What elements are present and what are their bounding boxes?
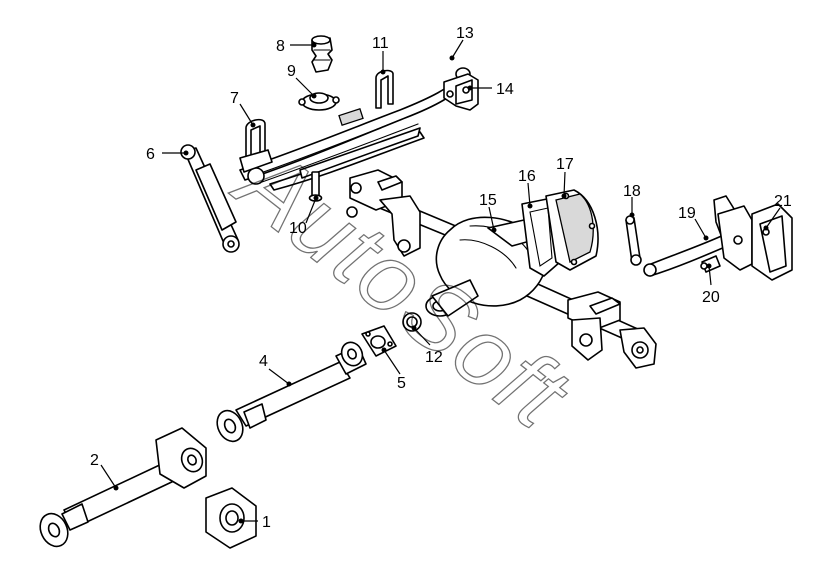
callout-12: 12 xyxy=(425,349,443,366)
companion-flange xyxy=(361,325,397,357)
callout-6: 6 xyxy=(146,146,155,163)
stabilizer-link xyxy=(625,215,642,266)
axle-spring-seat-right xyxy=(567,291,657,369)
leader-lines xyxy=(100,39,781,522)
stabilizer-bracket xyxy=(751,203,793,281)
center-bearing-support xyxy=(205,487,257,549)
pinion-seal xyxy=(402,312,422,332)
callout-8: 8 xyxy=(276,38,285,55)
propeller-shaft-rear xyxy=(216,341,367,443)
u-bolt-rear xyxy=(375,69,394,109)
callout-7: 7 xyxy=(230,90,239,107)
u-bolt-front xyxy=(239,118,273,173)
bolt xyxy=(308,171,323,202)
callout-2: 2 xyxy=(90,452,99,469)
callout-20: 20 xyxy=(702,289,720,306)
callout-18: 18 xyxy=(623,183,641,200)
callout-5: 5 xyxy=(397,375,406,392)
stabilizer-bushing xyxy=(700,255,721,273)
spring-shackle-bracket xyxy=(443,73,479,111)
callout-16: 16 xyxy=(518,168,536,185)
callout-4: 4 xyxy=(259,353,268,370)
callout-21: 21 xyxy=(774,193,792,210)
axle-spring-seat-left xyxy=(346,169,421,257)
shock-absorber xyxy=(180,144,240,253)
stabilizer-arm xyxy=(643,195,753,277)
callout-labels: 1 2 4 5 6 7 8 9 10 11 12 13 14 15 16 17 … xyxy=(90,25,792,531)
callout-11: 11 xyxy=(372,35,389,52)
callout-14: 14 xyxy=(496,81,514,98)
bump-stop xyxy=(311,35,333,73)
callout-9: 9 xyxy=(287,63,296,80)
bump-stop-pad xyxy=(298,92,340,111)
differential-cover xyxy=(545,189,599,271)
callout-15: 15 xyxy=(479,192,497,209)
propeller-shaft-front xyxy=(39,427,207,548)
callout-10: 10 xyxy=(289,220,307,237)
callout-19: 19 xyxy=(678,205,696,222)
callout-17: 17 xyxy=(556,156,574,173)
callout-1: 1 xyxy=(262,514,271,531)
callout-13: 13 xyxy=(456,25,474,42)
leader-dots xyxy=(113,42,769,524)
